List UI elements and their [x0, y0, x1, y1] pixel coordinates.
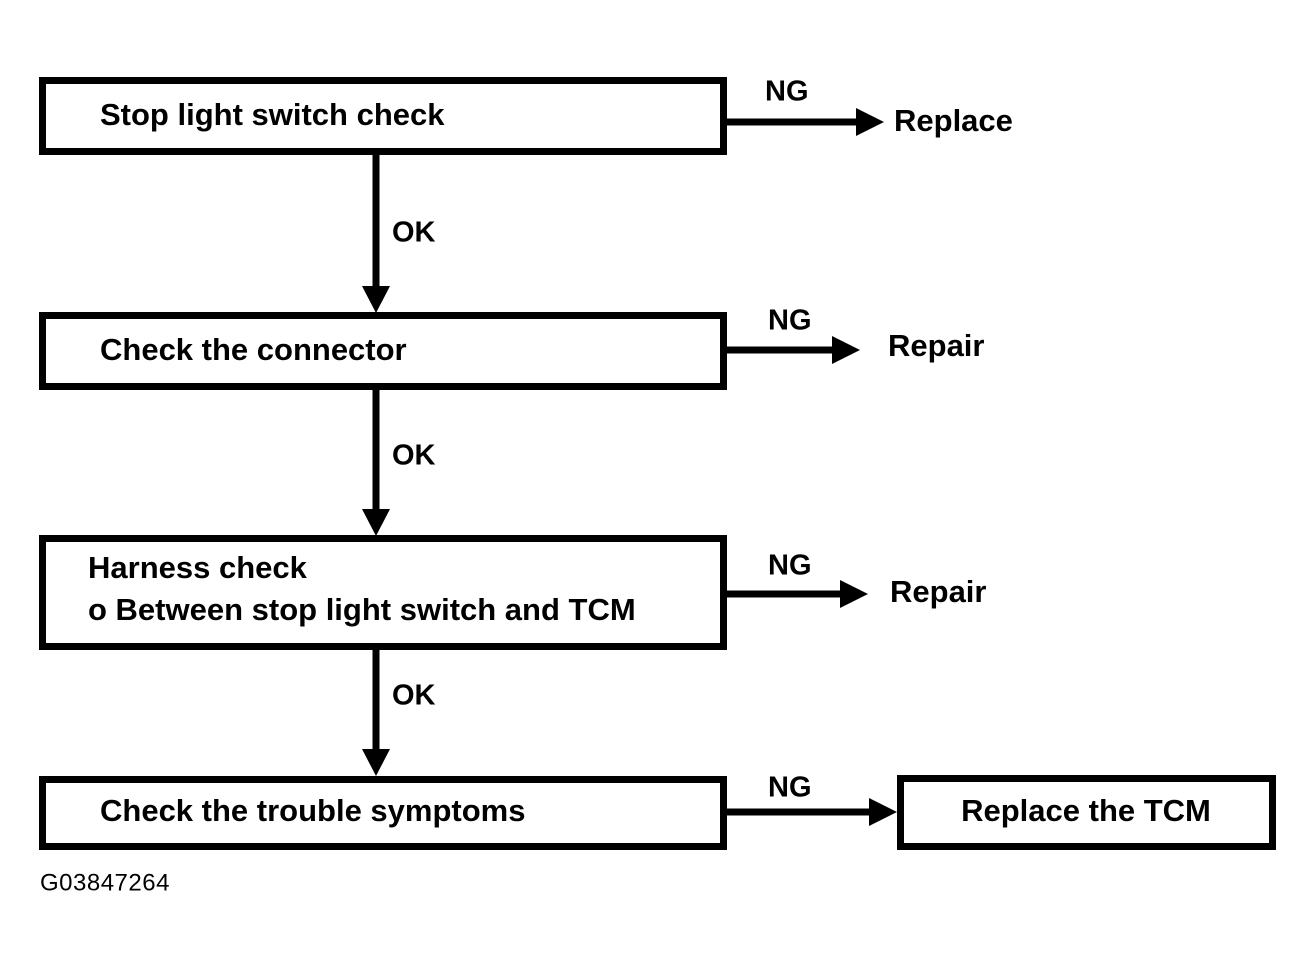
step-1-ok-arrow-head: [362, 286, 390, 313]
connector-step-3-to-step-4: OK: [362, 646, 436, 776]
step-3-label-line-2: o Between stop light switch and TCM: [88, 592, 636, 627]
step-1-ng-arrow-head: [856, 108, 884, 136]
step-4-ng-label: NG: [768, 772, 812, 804]
branch-step-2-ng: NG Repair: [723, 305, 984, 364]
step-4-ng-arrow-head: [869, 798, 897, 826]
step-3-ng-label: NG: [768, 550, 812, 582]
step-3-box[interactable]: [39, 535, 727, 650]
branch-step-4-ng: NG: [723, 772, 897, 826]
step-4-label: Check the trouble symptoms: [100, 793, 525, 828]
branch-step-3-ng: NG Repair: [723, 550, 986, 609]
step-node-check-the-connector[interactable]: Check the connector: [39, 312, 727, 390]
step-3-ok-arrow-head: [362, 749, 390, 776]
step-3-ng-arrow-head: [840, 580, 868, 608]
replace-tcm-label: Replace the TCM: [961, 793, 1211, 828]
step-node-stop-light-switch-check[interactable]: Stop light switch check: [39, 77, 727, 155]
branch-step-1-ng: NG Replace: [723, 76, 1013, 138]
step-2-label: Check the connector: [100, 332, 407, 367]
step-1-ok-label: OK: [392, 217, 436, 249]
replace-tcm-box[interactable]: [897, 775, 1276, 850]
connector-step-1-to-step-2: OK: [362, 151, 436, 313]
step-2-ng-label: NG: [768, 305, 812, 337]
step-4-box[interactable]: [39, 776, 727, 850]
step-node-harness-check[interactable]: Harness check o Between stop light switc…: [39, 535, 727, 650]
step-node-check-the-trouble-symptoms[interactable]: Check the trouble symptoms: [39, 776, 727, 850]
step-3-result-repair: Repair: [890, 574, 986, 609]
step-2-ok-arrow-head: [362, 509, 390, 536]
figure-caption: G03847264: [40, 869, 170, 896]
step-2-ok-label: OK: [392, 440, 436, 472]
step-1-label: Stop light switch check: [100, 97, 445, 132]
step-3-label-line-1: Harness check: [88, 550, 308, 585]
step-1-box[interactable]: [39, 77, 727, 155]
step-3-ok-label: OK: [392, 680, 436, 712]
step-1-result-replace: Replace: [894, 103, 1013, 138]
step-2-ng-arrow-head: [832, 336, 860, 364]
connector-step-2-to-step-3: OK: [362, 386, 436, 536]
step-2-result-repair: Repair: [888, 328, 984, 363]
step-1-ng-label: NG: [765, 76, 809, 108]
terminal-node-replace-the-tcm[interactable]: Replace the TCM: [897, 775, 1276, 850]
